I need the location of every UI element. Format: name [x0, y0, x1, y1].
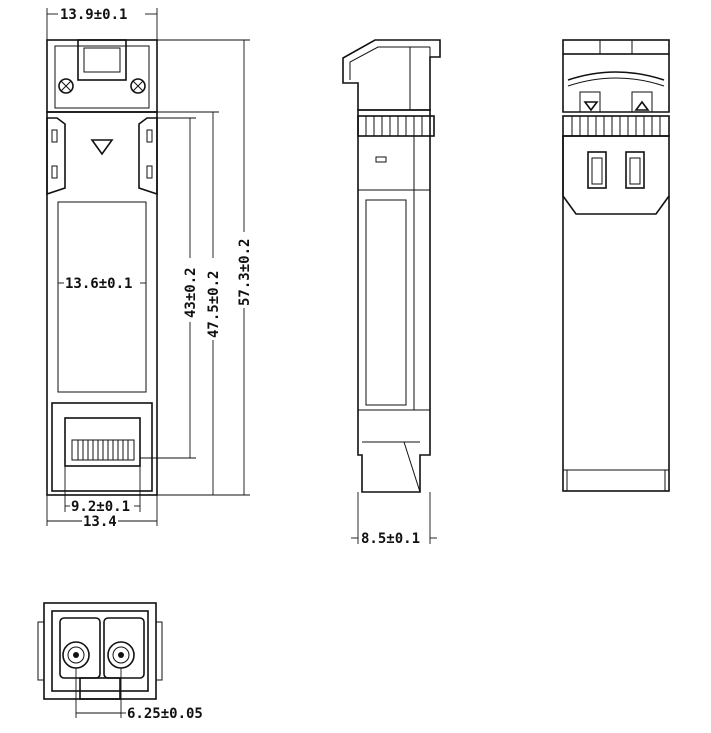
dim-port-width: 9.2±0.1: [71, 499, 130, 515]
front-spring-tab-left: [46, 117, 66, 196]
dim-top-width: 13.9±0.1: [60, 7, 127, 23]
back-bail-arc: [567, 71, 665, 81]
front-spring-tab-right: [138, 117, 158, 196]
back-grip-ridges: [562, 115, 670, 137]
back-view: [562, 39, 670, 492]
arrow-up-icon: [634, 100, 650, 111]
back-body: [562, 135, 670, 492]
end-inner-frame: [51, 610, 149, 692]
dim-body-width: 13.6±0.1: [65, 276, 132, 292]
front-view: [46, 39, 158, 496]
front-port-opening: [64, 417, 141, 467]
dim-length-43: 43±0.2: [183, 267, 199, 318]
dim-fiber-pitch: 6.25±0.05: [127, 706, 203, 722]
arrow-down-icon: [583, 101, 599, 112]
dim-side-thickness: 8.5±0.1: [361, 531, 420, 547]
front-latch-inner: [54, 45, 150, 109]
dim-length-47-5: 47.5±0.2: [206, 271, 222, 338]
end-port-right: [103, 617, 145, 679]
front-latch-window: [83, 47, 121, 73]
end-latch-key: [79, 677, 121, 700]
front-direction-arrow-icon: [90, 139, 114, 156]
back-slot-left: [587, 151, 607, 189]
front-label-area: [57, 201, 147, 393]
side-slot: [375, 156, 387, 163]
back-top-rail: [562, 39, 670, 55]
front-latch-bail: [77, 39, 127, 81]
back-clip: [562, 136, 670, 215]
side-dimensions: 8.5±0.1: [351, 492, 437, 547]
end-view: [37, 602, 163, 700]
screw-left-icon: [58, 78, 74, 94]
dim-bottom-width: 13.4: [83, 514, 117, 530]
back-head: [562, 54, 670, 113]
side-inner-panel: [365, 199, 407, 406]
front-latch-head: [46, 39, 158, 113]
side-body: [357, 109, 431, 493]
dim-length-57-3: 57.3±0.2: [237, 239, 253, 306]
front-body: [46, 111, 158, 496]
front-port-housing: [51, 402, 153, 492]
screw-right-icon: [130, 78, 146, 94]
side-latch: [342, 39, 441, 111]
end-dimensions: 6.25±0.05: [75, 668, 203, 722]
back-slot-right: [625, 151, 645, 189]
side-view: [342, 39, 441, 493]
front-dimensions: 13.9±0.1 13.6±0.1 43±0.2 47.5±0.2 57.3±0…: [46, 7, 253, 530]
side-grip-ridges: [357, 115, 435, 137]
